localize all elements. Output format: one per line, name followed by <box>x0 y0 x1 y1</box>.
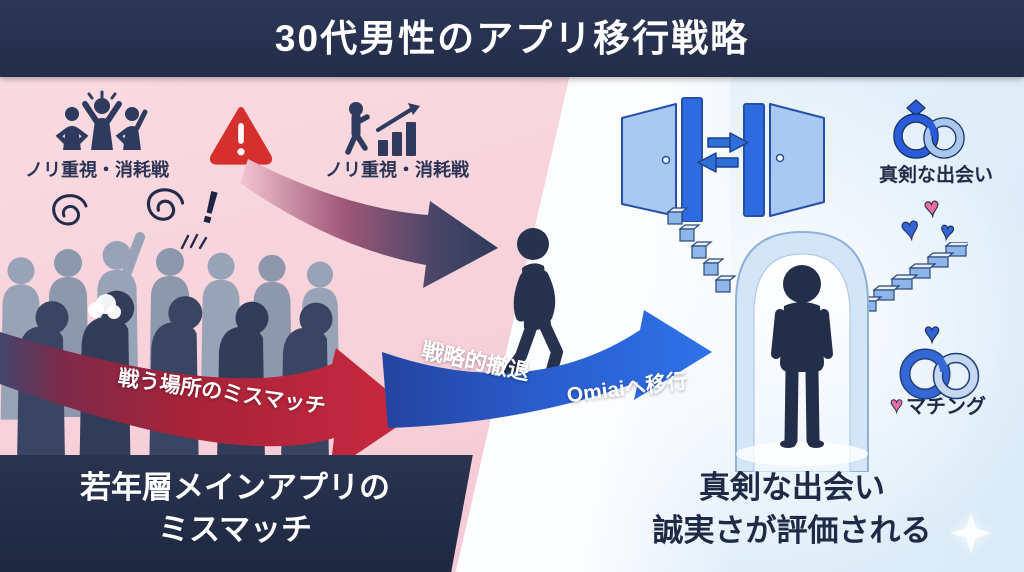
left-caption-band: 若年層メインアプリの ミスマッチ <box>0 455 473 572</box>
dizzy-squiggle-icon <box>52 194 88 226</box>
wedding-rings-icon <box>893 99 965 159</box>
cheering-group-icon <box>55 90 148 150</box>
heart-icon: ♥ <box>922 191 942 224</box>
left-crowd-tag-label: ノリ重視・消耗戦 <box>25 160 169 180</box>
sparkle-icon <box>950 512 992 554</box>
stress-mark-icon <box>180 233 208 250</box>
left-staircase <box>666 207 737 293</box>
growth-person-icon <box>345 102 420 156</box>
left-growth-tag-label: ノリ重視・消耗戦 <box>325 160 469 180</box>
left-caption-line1: 若年層メインアプリの <box>80 470 390 505</box>
decline-gradient-arrow <box>240 159 498 288</box>
warning-triangle-icon <box>209 107 273 165</box>
heart-icon: ♥ <box>923 318 941 348</box>
matching-label: マチング <box>906 396 987 418</box>
serious-encounter-tag-label: 真剣な出会い <box>878 165 993 186</box>
arch-person-silhouette <box>771 265 833 448</box>
dizzy-squiggle-icon <box>146 188 185 221</box>
mismatch-red-arrow <box>0 332 416 472</box>
matching-caption: ♥ マチング <box>889 390 987 419</box>
migration-blue-arrow <box>382 310 712 428</box>
right-caption-line1: 真剣な出会い <box>699 470 885 505</box>
crowd-back-row <box>0 232 340 420</box>
archway-with-person <box>735 230 869 472</box>
matching-rings-icon <box>899 348 980 400</box>
swap-arrows-icon <box>697 132 749 173</box>
crowd-illustration <box>0 232 340 478</box>
sigh-puff-icon <box>88 294 121 319</box>
heart-icon: ♥ <box>889 391 904 417</box>
page-title: 30代男性のアプリ移行戦略 <box>274 18 750 59</box>
right-caption-line2: 誠実さが評価される <box>652 513 932 548</box>
title-bar: 30代男性のアプリ移行戦略 <box>0 0 1024 77</box>
left-caption-line2: ミスマッチ <box>157 512 313 547</box>
